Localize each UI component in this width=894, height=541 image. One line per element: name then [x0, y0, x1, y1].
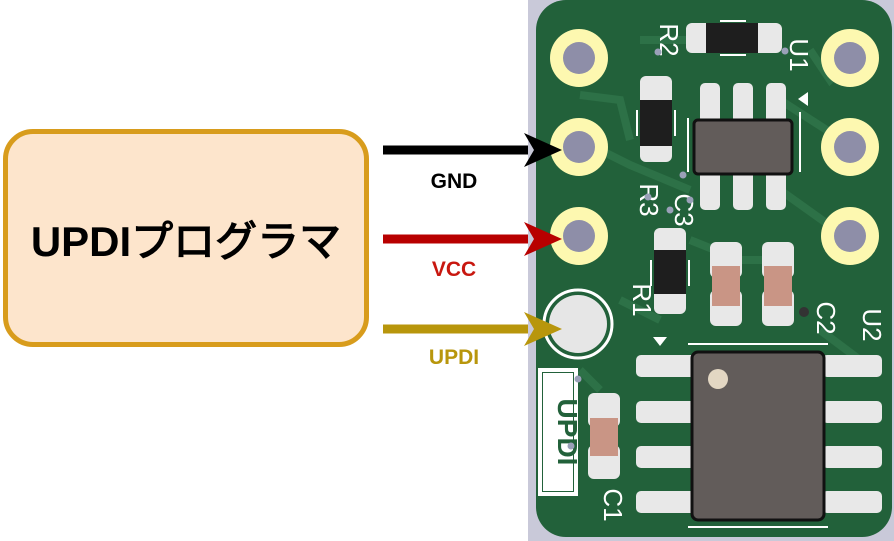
signal-label-vcc: VCC: [431, 258, 477, 281]
updi-silk-text: UPDI: [552, 399, 583, 466]
capacitor-c3: [710, 242, 742, 326]
pcb-board: [536, 0, 892, 537]
pad-right-2: [821, 118, 879, 176]
silk-r3: R3: [634, 183, 664, 216]
updi-silk-label: UPDI: [538, 368, 583, 496]
capacitor-c1: [588, 393, 620, 479]
arrow-vcc: [383, 222, 562, 256]
signal-label-gnd: GND: [430, 170, 478, 193]
silk-r1: R1: [627, 283, 657, 316]
capacitor-c2: [762, 242, 794, 326]
programmer-label: UPDIプログラマ: [30, 217, 342, 265]
pad-right-1: [821, 29, 879, 87]
ic-u1: [687, 83, 808, 210]
silk-c2: C2: [811, 301, 841, 334]
silk-u1: U1: [784, 38, 814, 71]
via-c2: [799, 307, 809, 317]
arrow-gnd: [383, 133, 562, 167]
silk-r2: R2: [654, 23, 684, 56]
silk-c1: C1: [598, 488, 628, 521]
ic-u2: [636, 337, 882, 528]
pad-right-3: [821, 207, 879, 265]
resistor-r2: [686, 20, 782, 56]
resistor-r3: [636, 76, 676, 162]
silk-u2: U2: [857, 308, 887, 341]
updi-programmer-box: UPDIプログラマ: [3, 129, 369, 347]
silkscreen-labels: R2 U1 R3 C3 R1 C2 U2 C1: [598, 23, 887, 521]
pcb-traces: [577, 36, 863, 393]
updi-test-pad: [542, 288, 614, 360]
arrow-updi: [383, 312, 562, 346]
pad-left-2-gnd: [550, 118, 608, 176]
board-backdrop: [528, 0, 894, 541]
pad-left-3-vcc: [550, 207, 608, 265]
vias: [567, 47, 789, 450]
silk-c3: C3: [669, 193, 699, 226]
signal-label-updi: UPDI: [428, 346, 480, 369]
pad-left-1: [550, 29, 608, 87]
resistor-r1: [650, 228, 690, 314]
